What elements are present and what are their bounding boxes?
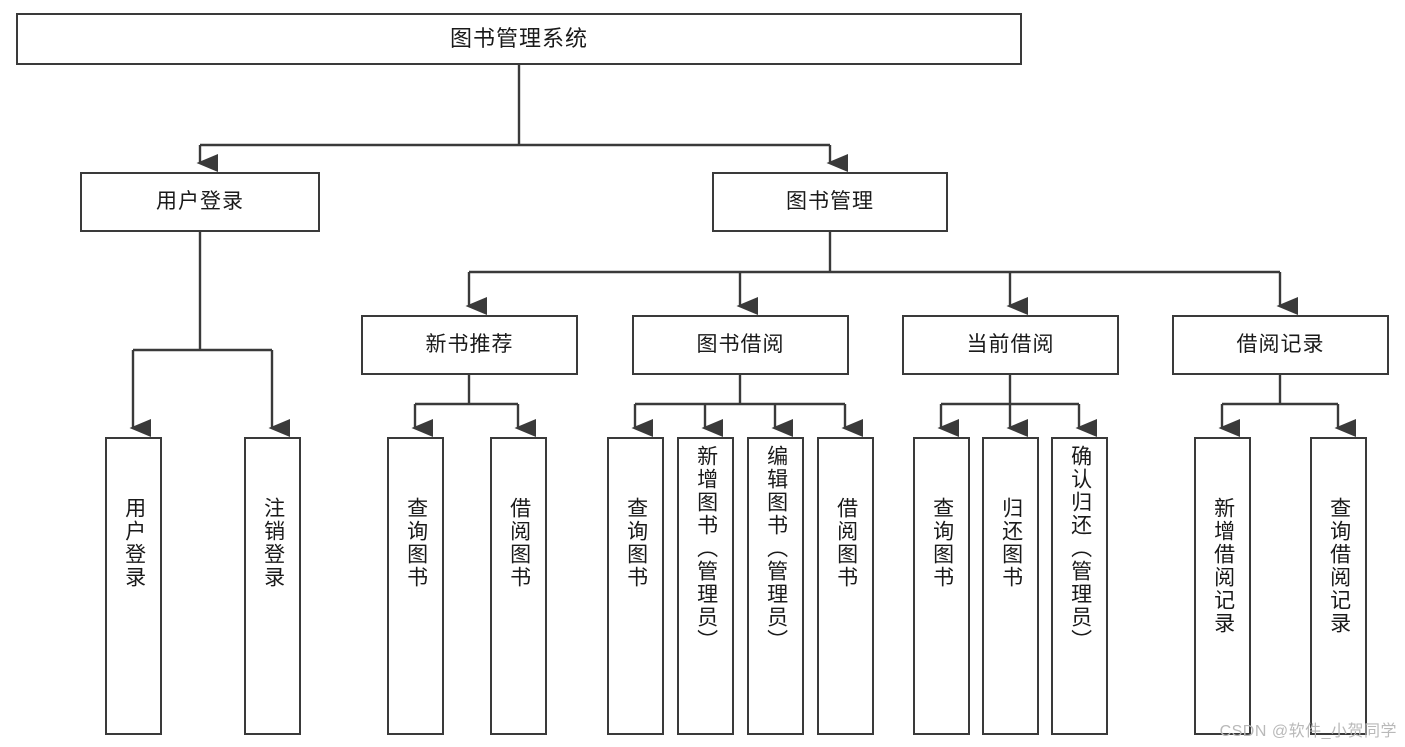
node-book-borrow[interactable]: 图书借阅: [632, 315, 849, 375]
leaf-label: 查询图书: [404, 497, 428, 589]
leaf-label: 新增图书（管理员）: [694, 445, 718, 652]
node-borrow-records[interactable]: 借阅记录: [1172, 315, 1389, 375]
node-new-book-recommend[interactable]: 新书推荐: [361, 315, 578, 375]
node-current-borrow-label: 当前借阅: [966, 333, 1055, 357]
leaf-label: 新增借阅记录: [1211, 497, 1235, 635]
leaf-current-return-book[interactable]: 归还图书: [982, 437, 1039, 735]
leaf-label: 查询借阅记录: [1327, 497, 1351, 635]
leaf-label: 归还图书: [999, 497, 1023, 589]
node-book-management-label: 图书管理: [786, 190, 874, 214]
leaf-label: 查询图书: [930, 497, 954, 589]
leaf-label: 借阅图书: [507, 497, 531, 589]
node-user-login-label: 用户登录: [156, 190, 244, 214]
leaf-label: 借阅图书: [834, 497, 858, 589]
leaf-label: 用户登录: [122, 497, 146, 589]
node-borrow-records-label: 借阅记录: [1236, 333, 1325, 357]
leaf-borrow-edit-book-admin[interactable]: 编辑图书（管理员）: [747, 437, 804, 735]
node-root[interactable]: 图书管理系统: [16, 13, 1022, 65]
leaf-label: 编辑图书（管理员）: [764, 445, 788, 652]
leaf-new-book-borrow[interactable]: 借阅图书: [490, 437, 547, 735]
csdn-watermark: CSDN @软件_小贺同学: [1219, 723, 1397, 740]
leaf-label: 确认归还（管理员）: [1068, 445, 1092, 652]
node-new-book-recommend-label: 新书推荐: [425, 333, 514, 357]
leaf-user-login-login[interactable]: 用户登录: [105, 437, 162, 735]
leaf-records-query-record[interactable]: 查询借阅记录: [1310, 437, 1367, 735]
leaf-borrow-add-book-admin[interactable]: 新增图书（管理员）: [677, 437, 734, 735]
leaf-current-confirm-return-admin[interactable]: 确认归还（管理员）: [1051, 437, 1108, 735]
leaf-label: 查询图书: [624, 497, 648, 589]
leaf-records-add-record[interactable]: 新增借阅记录: [1194, 437, 1251, 735]
node-root-label: 图书管理系统: [449, 25, 588, 51]
leaf-label: 注销登录: [261, 497, 285, 589]
node-book-management[interactable]: 图书管理: [712, 172, 948, 232]
node-user-login[interactable]: 用户登录: [80, 172, 320, 232]
leaf-user-login-logout[interactable]: 注销登录: [244, 437, 301, 735]
node-book-borrow-label: 图书借阅: [696, 333, 785, 357]
leaf-new-book-query[interactable]: 查询图书: [387, 437, 444, 735]
leaf-borrow-borrow-book[interactable]: 借阅图书: [817, 437, 874, 735]
node-current-borrow[interactable]: 当前借阅: [902, 315, 1119, 375]
leaf-current-query-book[interactable]: 查询图书: [913, 437, 970, 735]
leaf-borrow-query-book[interactable]: 查询图书: [607, 437, 664, 735]
